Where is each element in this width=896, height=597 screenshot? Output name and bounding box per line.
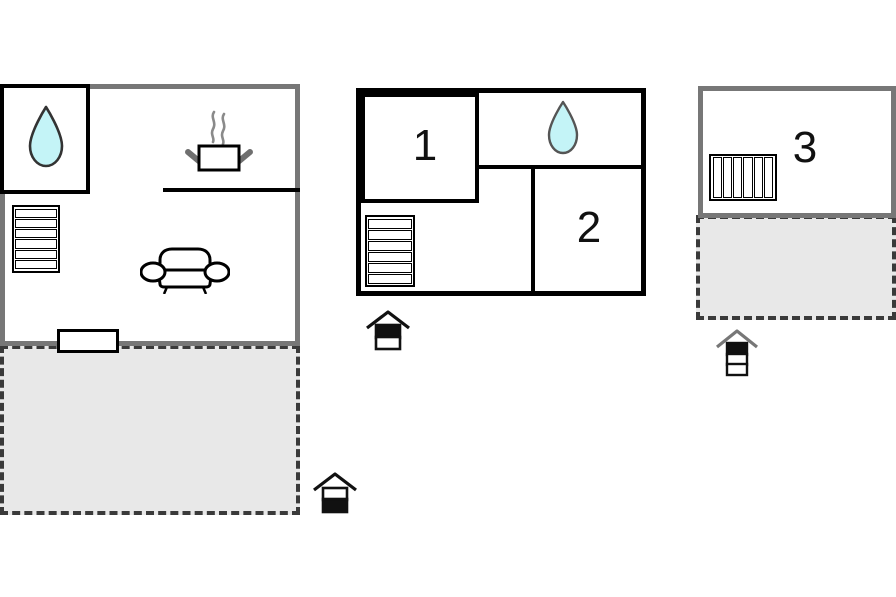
stair-step [764, 157, 774, 198]
stair-step [15, 249, 57, 260]
kitchen-partition-wall [163, 188, 300, 192]
plan-second-floor: 3 [694, 0, 896, 390]
first-floor-stairs [365, 215, 415, 287]
stair-step [368, 251, 412, 262]
stair-step [368, 229, 412, 240]
bathroom-partition-wall [479, 165, 641, 169]
level-marker-second [714, 327, 760, 379]
room-2-partition-wall [531, 165, 535, 291]
second-floor-stairs [709, 154, 777, 201]
stair-step [15, 218, 57, 229]
stair-step [15, 208, 57, 218]
water-drop-icon [544, 99, 582, 157]
stair-step [368, 240, 412, 251]
stair-step [15, 260, 57, 270]
second-floor-terrace [696, 215, 896, 320]
room-1 [361, 93, 479, 203]
stair-step [753, 157, 764, 198]
stair-step [743, 157, 753, 198]
stair-step [368, 273, 412, 284]
ground-floor-terrace [0, 345, 300, 515]
ground-floor-entry-door [57, 329, 119, 353]
stair-step [733, 157, 743, 198]
water-drop-icon [24, 104, 68, 170]
level-marker-ground [311, 470, 359, 516]
room-1-label: 1 [412, 121, 438, 170]
plan-ground-floor [0, 0, 357, 540]
stair-step [15, 239, 57, 249]
plan-first-floor: 1 2 [356, 0, 656, 360]
sofa-icon [139, 246, 231, 295]
level-marker-first [364, 308, 412, 354]
stair-step [368, 218, 412, 229]
stair-step [712, 157, 722, 198]
cooking-pot-icon [180, 104, 256, 176]
stair-step [15, 229, 57, 239]
room-2-label: 2 [576, 203, 602, 252]
stair-step [722, 157, 733, 198]
stair-step [368, 262, 412, 273]
ground-floor-stairs [12, 205, 60, 273]
room-3-label: 3 [792, 123, 818, 172]
